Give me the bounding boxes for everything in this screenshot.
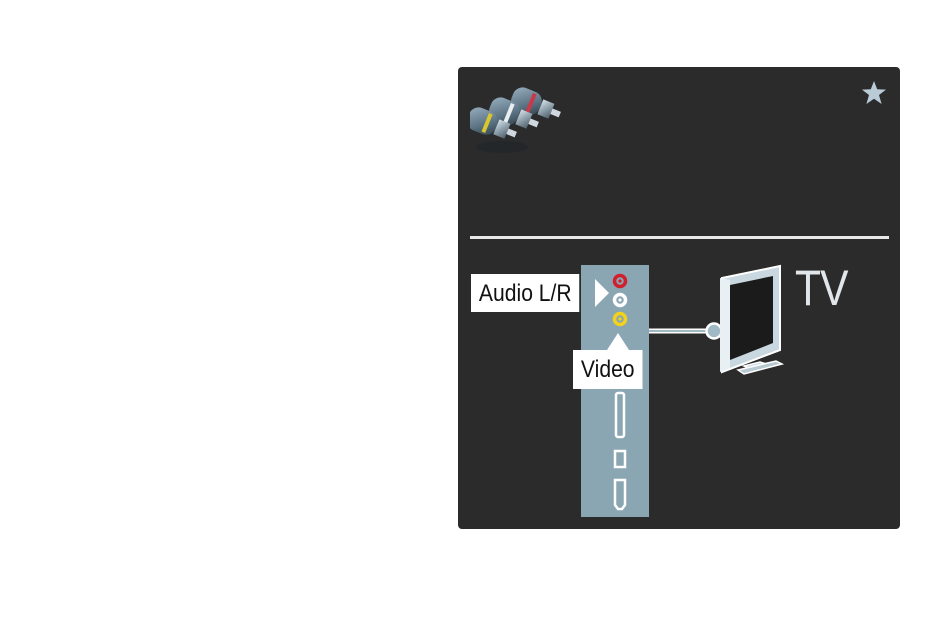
audio-label-pointer	[595, 279, 609, 307]
video-label: Video	[573, 350, 642, 389]
audio-lr-label: Audio L/R	[471, 274, 580, 312]
hdmi-port	[615, 480, 625, 509]
connection-diagram-panel: Audio L/R Video TV	[458, 67, 900, 529]
common-interface-slot	[616, 393, 624, 437]
cable-plug	[707, 324, 722, 339]
tv-icon	[720, 266, 782, 374]
video-label-pointer	[607, 333, 629, 350]
usb-port	[615, 451, 625, 467]
tv-label: TV	[795, 263, 848, 313]
